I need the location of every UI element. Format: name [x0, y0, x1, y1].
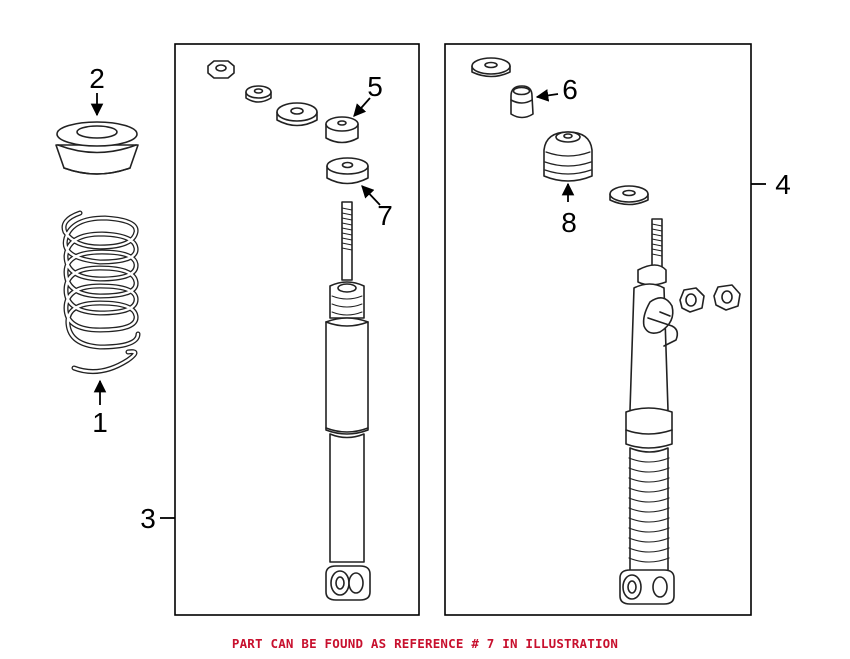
callout-8: 8 [561, 207, 577, 238]
callout-arrow-7 [361, 185, 381, 206]
shock-absorber-left[interactable] [325, 201, 371, 601]
callout-arrow-5 [353, 97, 371, 117]
lower-bushing-part-7[interactable] [326, 157, 369, 185]
top-washer-part[interactable] [471, 57, 511, 78]
hex-nut-part[interactable] [207, 60, 235, 79]
assembly-frame-3 [174, 43, 420, 616]
bump-cap-part-6[interactable] [510, 85, 534, 119]
reference-note: PART CAN BE FOUND AS REFERENCE # 7 IN IL… [231, 636, 619, 651]
assembly-frame-4 [444, 43, 752, 616]
callout-1: 1 [92, 407, 108, 438]
side-nut-part[interactable] [679, 287, 705, 313]
callout-6: 6 [562, 74, 578, 105]
upper-bushing-part-5[interactable] [325, 116, 359, 144]
callout-arrow-6 [535, 89, 559, 102]
coil-spring-part[interactable] [61, 210, 141, 375]
spring-seat-part[interactable] [55, 121, 139, 175]
callout-2: 2 [89, 63, 105, 94]
side-nut-part-2[interactable] [713, 284, 741, 311]
callout-3: 3 [140, 503, 156, 534]
callout-7: 7 [377, 200, 393, 231]
washer-large-part[interactable] [276, 102, 318, 127]
callout-4: 4 [775, 169, 791, 200]
callout-5: 5 [367, 71, 383, 102]
bump-stop-part-8[interactable] [543, 131, 593, 182]
mid-washer-part[interactable] [609, 185, 649, 206]
shock-absorber-right[interactable] [619, 218, 679, 605]
washer-part[interactable] [245, 85, 272, 103]
